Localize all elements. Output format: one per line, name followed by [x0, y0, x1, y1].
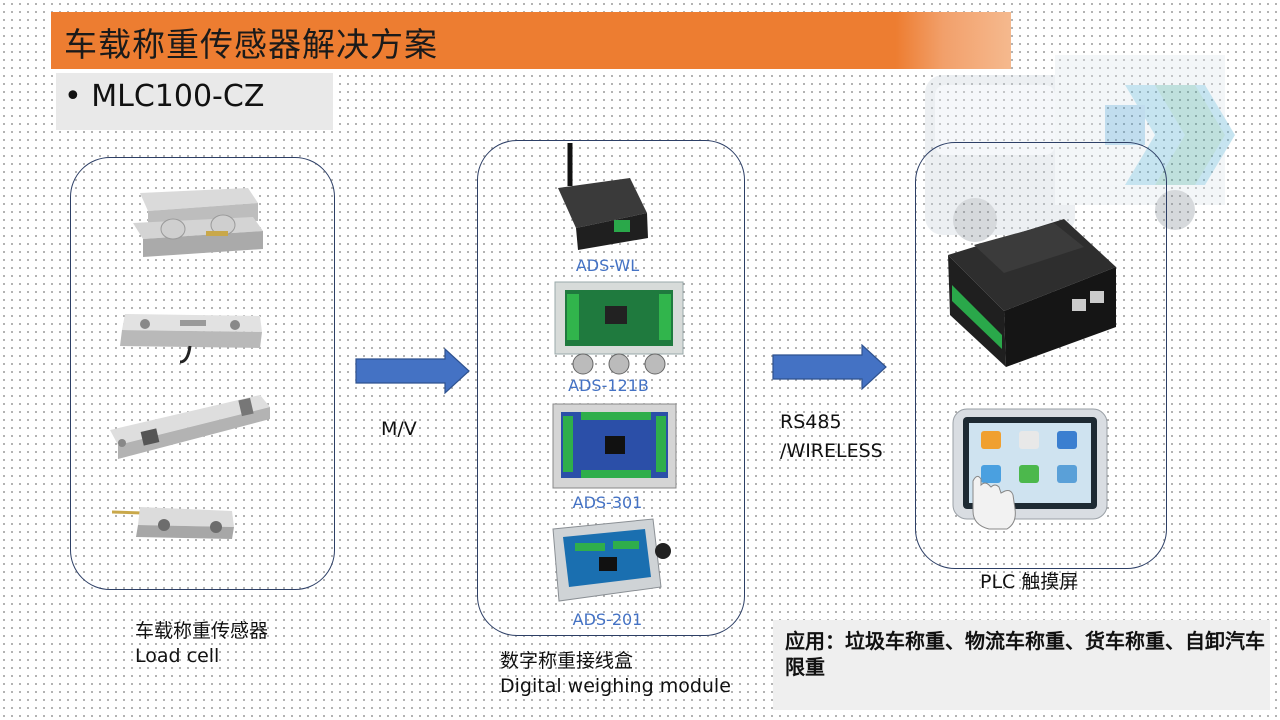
subtitle-text: MLC100-CZ [91, 79, 265, 114]
link-label-mv: M/V [381, 418, 417, 440]
subtitle: • MLC100-CZ [64, 79, 264, 114]
ads-201-image [552, 518, 671, 602]
plc-group [915, 142, 1167, 569]
subtitle-box [56, 73, 333, 130]
load-cell-mlc117-image [110, 395, 270, 459]
application-text: 应用：垃圾车称重、物流车称重、货车称重、自卸汽车限重 [785, 629, 1265, 679]
application-box [773, 620, 1270, 710]
module-label-ads-wl: ADS-WL [575, 256, 640, 275]
title-bar [51, 12, 1011, 69]
arrow-right-icon [355, 348, 470, 394]
plc-image [948, 219, 1116, 367]
link-label-wireless: /WIRELESS [780, 440, 883, 462]
module-label-en: Digital weighing module [500, 675, 731, 697]
module-label-ads-121b: ADS-121B [568, 376, 649, 395]
load-cell-mlc121-image [112, 507, 234, 539]
bullet: • [64, 79, 82, 114]
module-label-ads-201: ADS-201 [572, 610, 643, 629]
load-cell-group [70, 157, 335, 590]
touchscreen-image [952, 408, 1108, 530]
link-label-rs485: RS485 [780, 411, 842, 433]
load-cell-mlc113-image [133, 188, 263, 257]
module-label-ads-301: ADS-301 [572, 493, 643, 512]
arrow-right-icon-2 [772, 344, 887, 390]
module-group [477, 140, 745, 636]
load-cell-label-cn: 车载称重传感器 [135, 620, 269, 642]
plc-label: PLC 触摸屏 [980, 571, 1079, 593]
ads-301-image [552, 403, 677, 489]
ads-121b-image [554, 281, 684, 375]
load-cell-mlc116-image [120, 314, 262, 364]
module-label-cn: 数字称重接线盒 [500, 650, 634, 672]
load-cell-label-en: Load cell [135, 645, 220, 667]
slide-title: 车载称重传感器解决方案 [64, 25, 438, 64]
ads-wl-image [558, 143, 648, 250]
